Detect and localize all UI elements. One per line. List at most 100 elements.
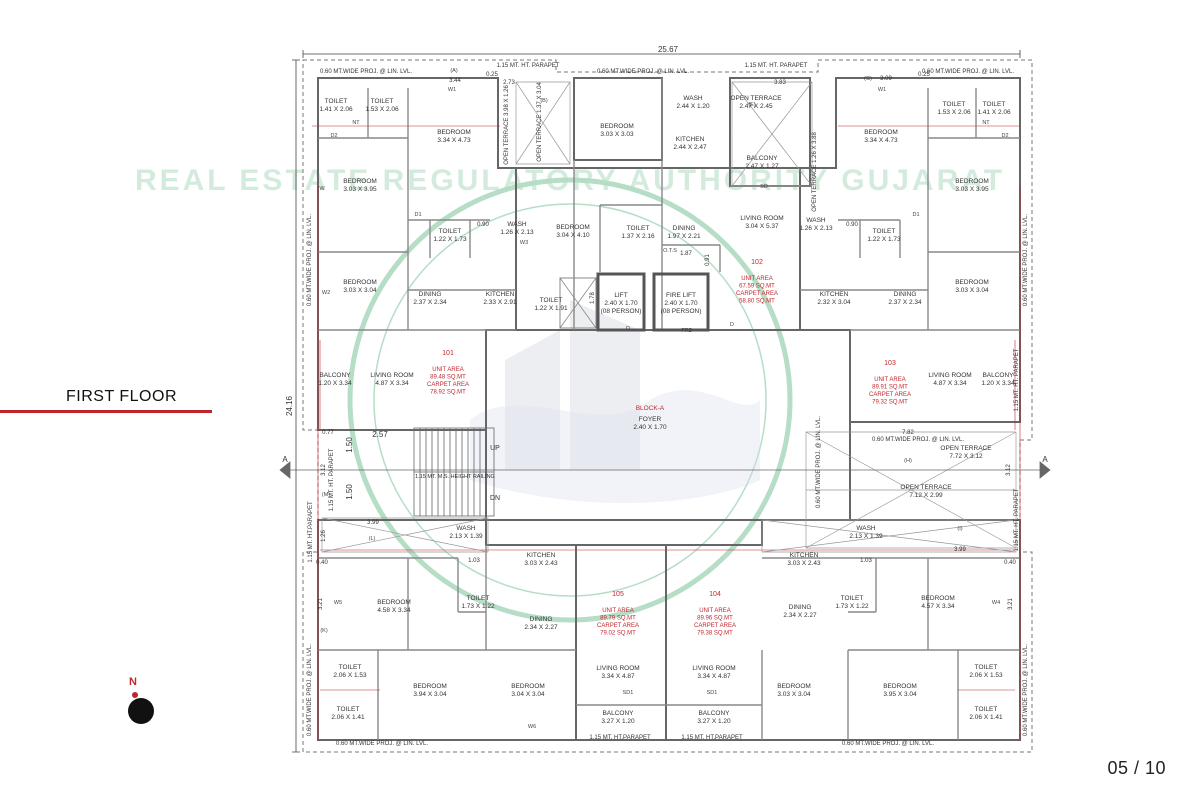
rera-watermark: REAL ESTATE REGULATORY AUTHORITY GUJARAT <box>135 164 1005 623</box>
room-label: OPEN TERRACE 1.26 X 3.88 <box>812 132 818 212</box>
north-label: N <box>129 676 137 688</box>
room-size: 4.87 X 3.34 <box>375 380 409 387</box>
door-window-tag: D <box>626 326 630 332</box>
room-name: BEDROOM <box>777 683 811 690</box>
room-name: BALCONY <box>746 155 778 162</box>
room-name: BEDROOM <box>437 129 471 136</box>
room-size: 3.95 X 3.04 <box>883 691 917 698</box>
dimension-lines <box>292 50 1021 753</box>
room-name: TOILET <box>339 664 362 671</box>
room-size: 4.57 X 3.34 <box>921 603 955 610</box>
unit-area: UNIT AREA <box>874 377 906 383</box>
room-name: LIVING ROOM <box>740 215 783 222</box>
room-name: LIVING ROOM <box>596 665 639 672</box>
unit-number: 105 <box>612 591 624 598</box>
room-name: TOILET <box>371 98 394 105</box>
projection-note: 0.60 MT.WIDE PROJ. @ LIN. LVL. <box>320 69 412 75</box>
door-window-tag: SD1 <box>707 690 718 696</box>
dimension-text: 0.40 <box>1004 560 1016 566</box>
room-name: TOILET <box>467 595 490 602</box>
room-size: 3.04 X 3.04 <box>511 691 545 698</box>
room-size: 3.27 X 1.20 <box>601 718 635 725</box>
dimension-text: 3.12 <box>321 464 327 476</box>
room-size: 2.44 X 1.20 <box>676 103 710 110</box>
unit-number: 101 <box>442 350 454 357</box>
dimension-text: 0.90 <box>477 222 489 228</box>
door-window-tag: W2 <box>322 290 330 296</box>
room-size: 3.34 X 4.87 <box>601 673 635 680</box>
room-name: TOILET <box>841 595 864 602</box>
door-window-tag: SD <box>760 184 768 190</box>
room-name: BEDROOM <box>883 683 917 690</box>
overall-depth: 24.16 <box>285 395 294 416</box>
room-size: 1.41 X 2.06 <box>977 109 1011 116</box>
compass-icon <box>128 698 154 724</box>
room-name: BEDROOM <box>377 599 411 606</box>
lift-capacity: (08 PERSON) <box>601 308 642 315</box>
door-window-tag: (L) <box>369 536 376 542</box>
room-size: 1.26 X 2.13 <box>799 225 833 232</box>
dimension-text: 3.99 <box>367 520 379 526</box>
room-size: 2.34 X 2.27 <box>783 612 817 619</box>
projection-note: 0.60 MT.WIDE PROJ. @ LIN. LVL. <box>1023 644 1029 736</box>
unit-area: 89.48 SQ.MT <box>430 375 466 381</box>
dimension-text: 2.73 <box>503 80 515 86</box>
room-name: TOILET <box>627 225 650 232</box>
stair-up: UP <box>490 445 500 452</box>
room-size: 3.27 X 1.20 <box>697 718 731 725</box>
projection-note: 0.60 MT.WIDE PROJ. @ LIN. LVL. <box>1023 214 1029 306</box>
projection-note: 1.15 MT. HT. PARAPET <box>1014 348 1020 411</box>
room-name: DINING <box>419 291 442 298</box>
room-name: WASH <box>507 221 527 228</box>
dimension-text: 1.78 <box>590 292 596 304</box>
room-size: 2.44 X 2.47 <box>673 144 707 151</box>
room-label: OPEN TERRACE 1.37 X 3.04 <box>537 82 543 162</box>
room-name: TOILET <box>337 706 360 713</box>
door-window-tag: (H) <box>904 458 912 464</box>
room-size: 3.03 X 2.43 <box>524 560 558 567</box>
watermark-text: REAL ESTATE REGULATORY AUTHORITY GUJARAT <box>135 164 1005 197</box>
room-name: KITCHEN <box>820 291 849 298</box>
room-name: BEDROOM <box>864 129 898 136</box>
dimension-text: 3.09 <box>880 76 892 82</box>
lift-size: 2.40 X 1.70 <box>604 300 638 307</box>
dimension-text: 1.03 <box>468 558 480 564</box>
door-window-tag: D2 <box>330 133 337 139</box>
room-name: TOILET <box>873 228 896 235</box>
room-name: TOILET <box>540 297 563 304</box>
room-name: BEDROOM <box>955 178 989 185</box>
room-size: 1.53 X 2.06 <box>365 106 399 113</box>
unit-area: 89.91 SQ.MT <box>872 385 908 391</box>
room-name: TOILET <box>983 101 1006 108</box>
room-name: LIVING ROOM <box>370 372 413 379</box>
door-window-tag: W <box>319 186 325 192</box>
dimension-text: 3.12 <box>1006 464 1012 476</box>
fire-lift-size: 2.40 X 1.70 <box>664 300 698 307</box>
dimension-text: 1.03 <box>860 558 872 564</box>
door-window-tag: D2 <box>1001 133 1008 139</box>
unit-area: CARPET AREA <box>597 623 639 629</box>
unit-area: 89.96 SQ.MT <box>697 616 733 622</box>
unit-area: 89.79 SQ.MT <box>600 616 636 622</box>
unit-area: UNIT AREA <box>699 608 731 614</box>
room-size: 2.13 X 1.39 <box>849 533 883 540</box>
title-underline <box>0 410 212 413</box>
stair-railing: 1.15 MT. M.S. HEIGHT RAILING <box>415 474 495 480</box>
room-size: 2.06 X 1.41 <box>331 714 365 721</box>
room-name: BALCONY <box>698 710 730 717</box>
room-size: 1.26 X 2.13 <box>500 229 534 236</box>
room-size: 1.41 X 2.06 <box>319 106 353 113</box>
unit-area: CARPET AREA <box>869 392 911 398</box>
unit-area: CARPET AREA <box>427 382 469 388</box>
room-name: DINING <box>673 225 696 232</box>
room-size: 2.37 X 2.34 <box>888 299 922 306</box>
dimension-text: 7.82 <box>902 430 914 436</box>
room-name: TOILET <box>439 228 462 235</box>
room-name: BEDROOM <box>921 595 955 602</box>
door-window-tag: W1 <box>448 87 456 93</box>
fire-lift-capacity: (08 PERSON) <box>661 308 702 315</box>
fire-lift-label: FIRE LIFT <box>666 292 696 299</box>
door-window-tag: (K) <box>320 628 328 634</box>
dimension-text: 0.25 <box>486 72 498 78</box>
